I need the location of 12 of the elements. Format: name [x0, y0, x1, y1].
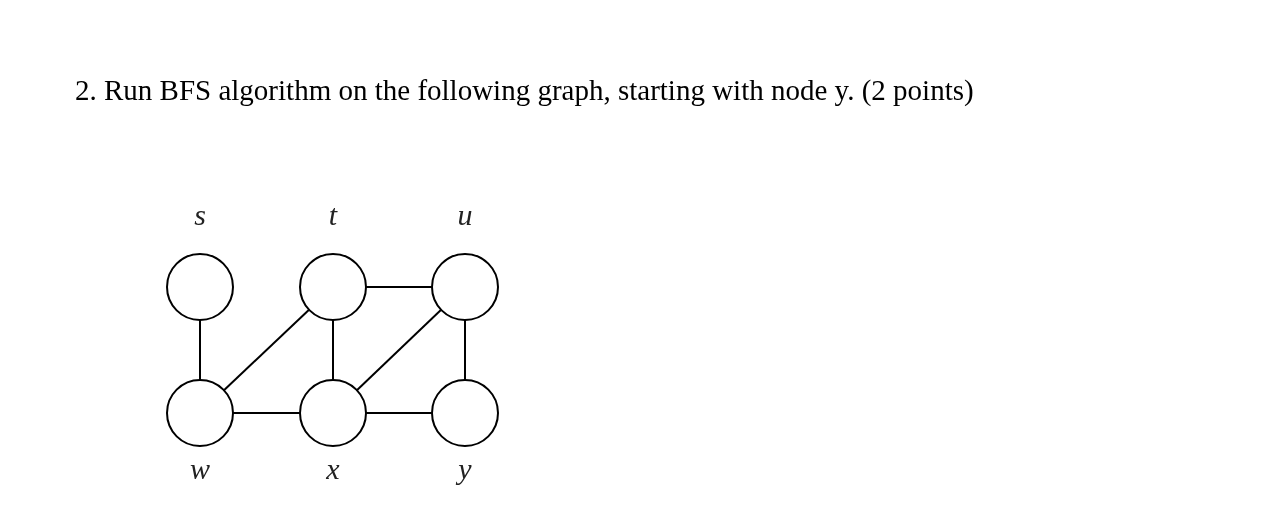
edge-line [199, 319, 201, 381]
question-text: 2. Run BFS algorithm on the following graph, starting with node y. (2 points) [75, 74, 974, 107]
edge-line [332, 319, 334, 381]
vertex-label: u [456, 200, 474, 230]
vertex-label: x [325, 454, 341, 484]
vertex-label: y [455, 454, 473, 484]
vertex-label: s [193, 200, 207, 230]
vertex-label: t [327, 200, 339, 230]
vertex-label: w [189, 454, 211, 484]
edge-line [222, 308, 311, 392]
edge-line [355, 308, 443, 392]
edge-line [464, 319, 466, 381]
